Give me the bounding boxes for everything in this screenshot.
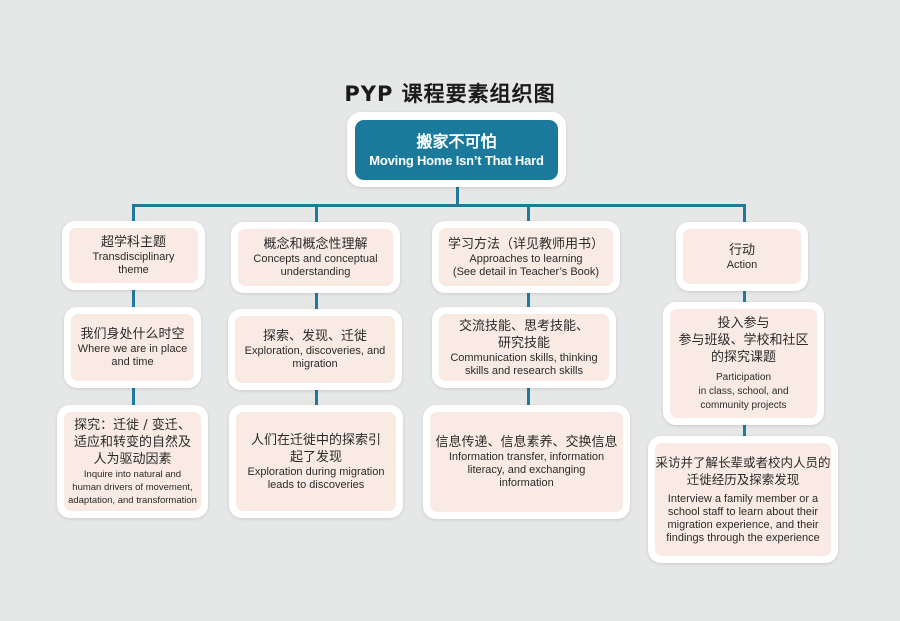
node-label-en: Exploration during migration leads to di…	[247, 465, 385, 491]
connector-root-down	[456, 187, 459, 205]
connector-col4-r1-r2	[743, 290, 746, 303]
node-exploration-discoveries: 人们在迁徙中的探索引 起了发现 Exploration during migra…	[229, 405, 403, 518]
node-label-zh: 人们在迁徙中的探索引 起了发现	[250, 432, 381, 465]
node-label-en: Action	[726, 258, 758, 271]
node-exploration: 探索、发现、迁徙 Exploration, discoveries, and m…	[228, 309, 402, 390]
node-label-en: Concepts and conceptual understanding	[253, 253, 378, 278]
node-action: 行动 Action	[676, 222, 808, 291]
connector-col1-drop	[132, 204, 135, 222]
connector-col2-drop	[315, 204, 318, 222]
connector-col2-r2-r3	[315, 389, 318, 406]
root-title-zh: 搬家不可怕	[416, 131, 497, 151]
node-transdisciplinary-theme: 超学科主题 Transdisciplinary theme	[62, 221, 205, 290]
node-inquiry: 探究：迁徙 / 变迁、 适应和转变的自然及 人为驱动因素 Inquire int…	[57, 405, 208, 518]
node-label-zh: 信息传递、信息素养、交换信息	[435, 435, 618, 450]
connector-horizontal	[132, 204, 746, 207]
node-label-zh: 我们身处什么时空	[80, 327, 185, 342]
connector-col3-drop	[527, 204, 530, 222]
node-label-zh: 概念和概念性理解	[263, 237, 368, 252]
diagram-title: PYP 课程要素组织图	[344, 82, 556, 106]
node-label-en: Where we are in place and time	[77, 343, 188, 368]
connector-col4-r2-r3	[743, 424, 746, 437]
node-label-en: Inquire into natural and human drivers o…	[68, 468, 197, 506]
node-participation: 投入参与 参与班级、学校和社区 的探究课题 Participation in c…	[663, 302, 824, 425]
node-label-en: Interview a family member or a school st…	[666, 493, 820, 544]
node-skills: 交流技能、思考技能、 研究技能 Communication skills, th…	[432, 307, 616, 388]
connector-col1-r1-r2	[132, 290, 135, 308]
node-label-zh: 行动	[728, 242, 755, 258]
connector-col1-r2-r3	[132, 388, 135, 406]
node-interview: 采访并了解长辈或者校内人员的 迁徙经历及探索发现 Interview a fam…	[648, 436, 838, 563]
node-label-zh: 采访并了解长辈或者校内人员的 迁徙经历及探索发现	[655, 455, 831, 487]
connector-col2-r1-r2	[315, 292, 318, 310]
node-label-en: Communication skills, thinking skills an…	[450, 351, 598, 377]
node-label-en: Exploration, discoveries, and migration	[244, 345, 386, 370]
node-information: 信息传递、信息素养、交换信息 Information transfer, inf…	[423, 405, 630, 519]
connector-col3-r1-r2	[527, 292, 530, 308]
node-label-zh: 投入参与 参与班级、学校和社区 的探究课题	[678, 315, 809, 365]
node-label-zh: 探究：迁徙 / 变迁、 适应和转变的自然及 人为驱动因素	[73, 417, 191, 467]
connector-col3-r2-r3	[527, 387, 530, 406]
node-label-en: Information transfer, information litera…	[448, 451, 605, 489]
node-approaches-to-learning: 学习方法（详见教师用书） Approaches to learning (See…	[432, 221, 620, 293]
root-node: 搬家不可怕 Moving Home Isn’t That Hard	[347, 112, 566, 187]
node-label-en: Participation in class, school, and comm…	[698, 371, 789, 411]
node-label-zh: 探索、发现、迁徙	[262, 329, 367, 344]
node-label-zh: 学习方法（详见教师用书）	[447, 236, 604, 252]
node-label-en: Transdisciplinary theme	[92, 251, 175, 276]
node-label-en: Approaches to learning (See detail in Te…	[452, 252, 600, 278]
node-label-zh: 超学科主题	[100, 235, 166, 250]
root-title-en: Moving Home Isn’t That Hard	[369, 152, 544, 168]
node-where-we-are: 我们身处什么时空 Where we are in place and time	[64, 307, 201, 388]
connector-col4-drop	[743, 204, 746, 222]
node-label-zh: 交流技能、思考技能、 研究技能	[458, 318, 589, 351]
node-concepts: 概念和概念性理解 Concepts and conceptual underst…	[231, 222, 400, 293]
